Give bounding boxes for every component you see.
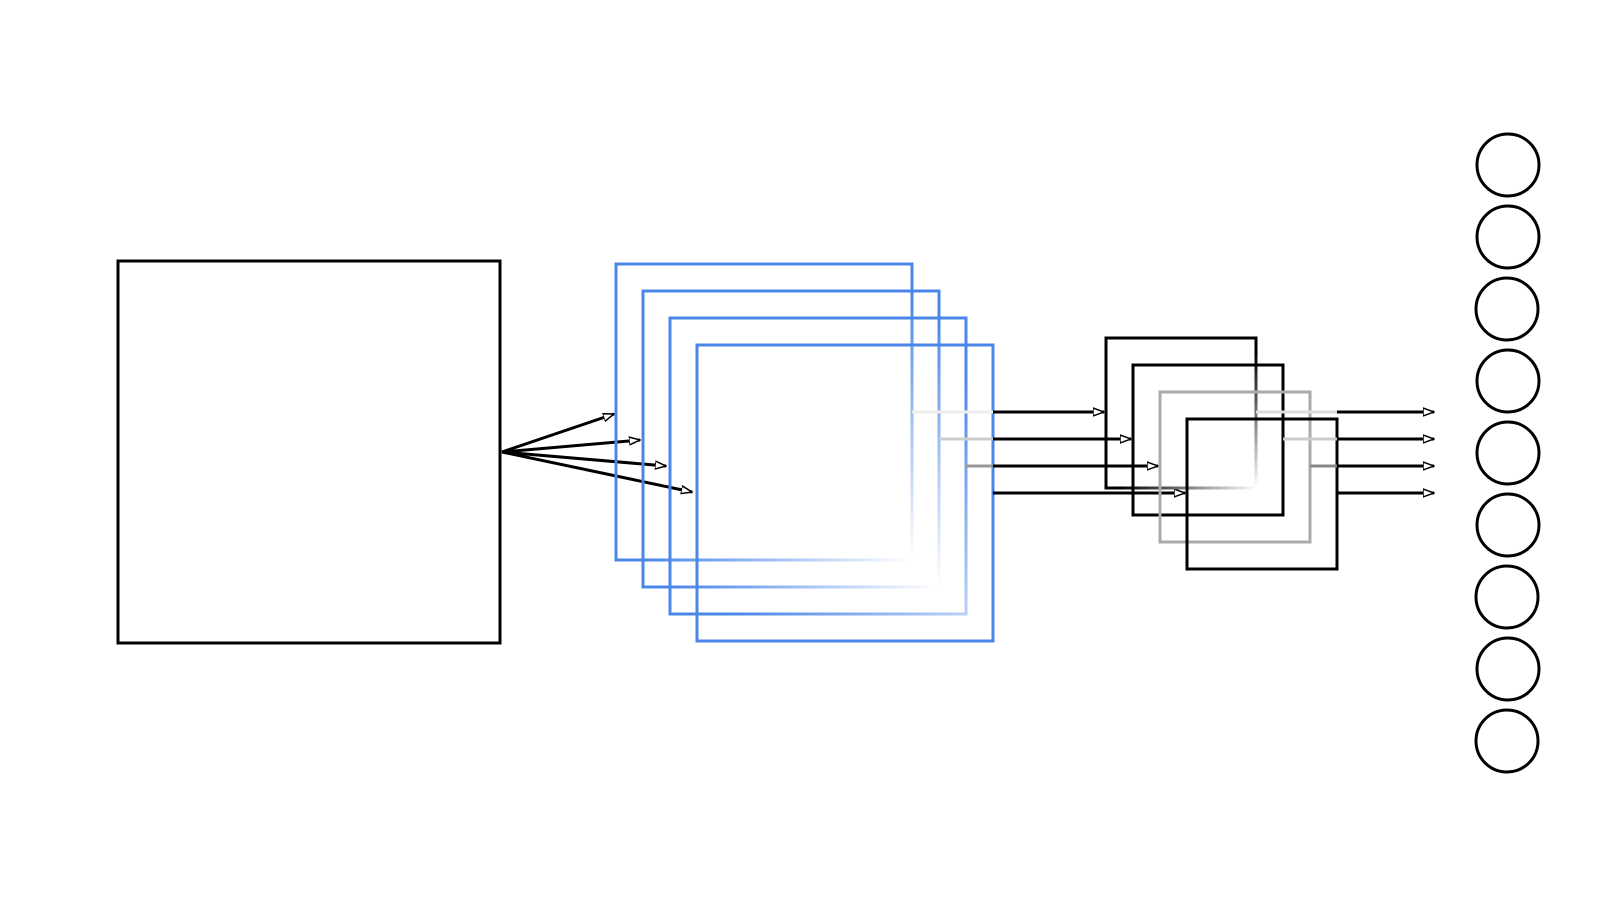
output-node-6	[1475, 492, 1541, 558]
pool-internal-lines	[1256, 410, 1337, 468]
conv-map-1	[614, 262, 914, 562]
input-to-conv-arrows	[501, 412, 692, 492]
conv-map-4	[695, 343, 995, 643]
output-node-7	[1474, 564, 1540, 630]
output-node-9	[1474, 708, 1540, 774]
pool-to-output-arrows	[1337, 412, 1434, 493]
output-node-1	[1475, 132, 1541, 198]
input-block	[116, 259, 502, 645]
conv-to-pool-arrows	[993, 412, 1185, 493]
output-node-5	[1475, 420, 1541, 486]
output-node-2	[1475, 204, 1541, 270]
conv-internal-lines	[912, 410, 993, 468]
output-layer	[1474, 132, 1541, 774]
conv-layer	[614, 262, 995, 643]
output-node-3	[1474, 276, 1540, 342]
pool-map-3	[1158, 390, 1312, 544]
output-node-8	[1475, 636, 1541, 702]
conv-map-3	[668, 316, 968, 616]
conv-map-2	[641, 289, 941, 589]
arrow-to-conv-map-4	[501, 450, 692, 492]
pool-layer	[1104, 336, 1339, 571]
output-node-4	[1475, 348, 1541, 414]
arrow-to-conv-map-3	[501, 450, 666, 466]
pool-map-4	[1185, 417, 1339, 571]
arrow-to-conv-map-1	[501, 412, 614, 454]
